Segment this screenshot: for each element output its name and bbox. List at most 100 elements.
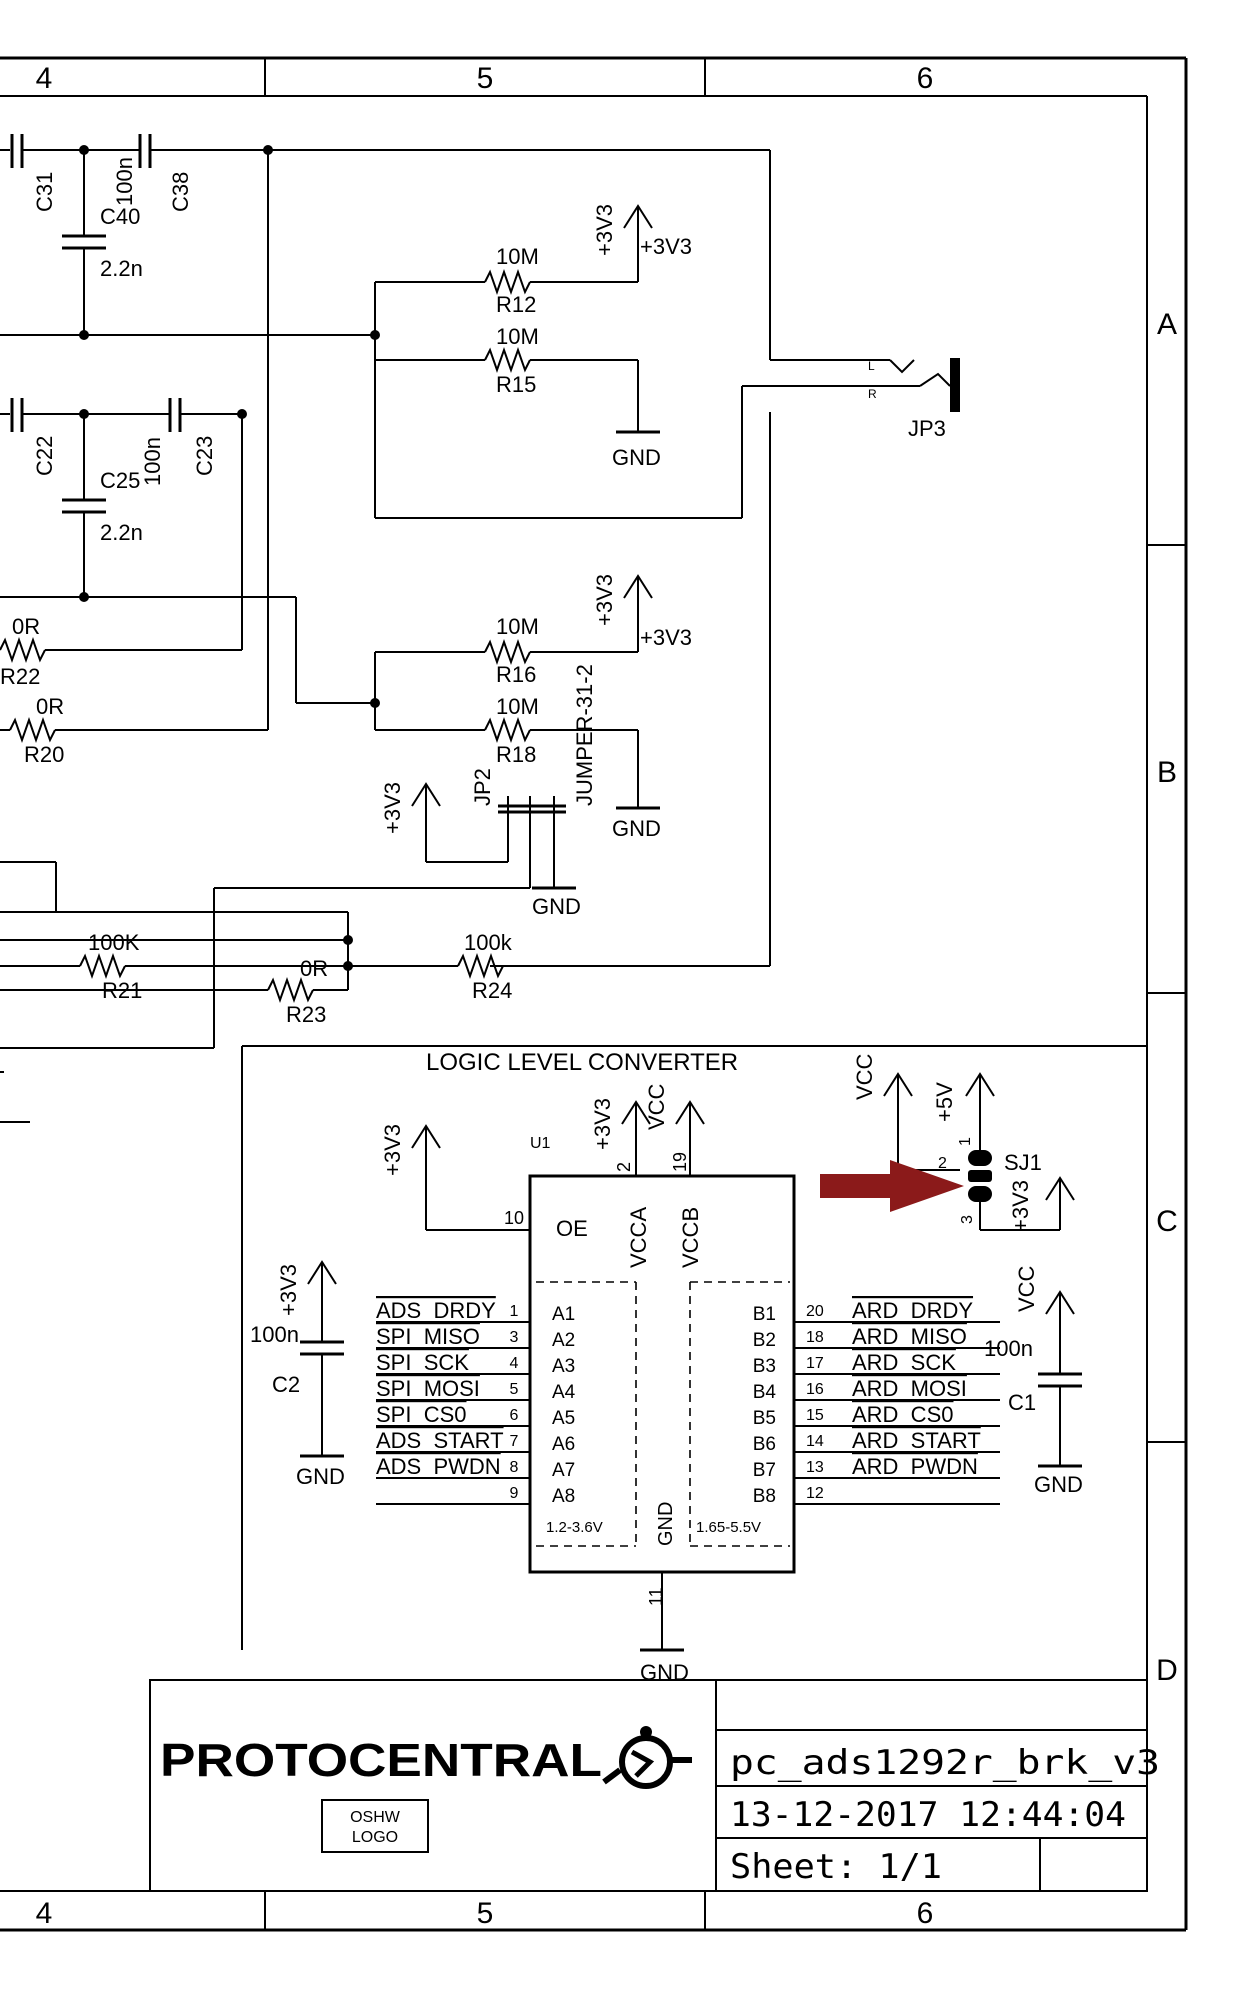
sj1-label: SJ1 bbox=[1004, 1150, 1042, 1175]
power-3v3-label: +3V3 bbox=[1008, 1180, 1033, 1232]
u1-b-pin-number: 17 bbox=[806, 1355, 824, 1372]
u1-b-pin-number: 16 bbox=[806, 1381, 824, 1398]
u1-b-pin-label: B5 bbox=[753, 1408, 776, 1429]
u1-b-net-label: ARD_MOSI bbox=[852, 1376, 967, 1401]
u1-b-pin-number: 12 bbox=[806, 1485, 824, 1502]
u1-b-net-label: ARD_DRDY bbox=[852, 1298, 973, 1323]
u1-a-pin-label: A6 bbox=[552, 1434, 575, 1455]
r23-value: 0R bbox=[300, 956, 328, 981]
c38-label: C38 bbox=[168, 172, 193, 212]
jp2-value: JUMPER-31-2 bbox=[572, 664, 597, 806]
c1-label: C1 bbox=[1008, 1390, 1036, 1415]
u1-b-pin-number: 18 bbox=[806, 1329, 824, 1346]
protocentral-logo-icon bbox=[602, 1726, 692, 1789]
u1-a-pin-number: 7 bbox=[510, 1433, 519, 1450]
r12-label: R12 bbox=[496, 292, 536, 317]
jp2-label: JP2 bbox=[470, 768, 495, 806]
gnd-label: GND bbox=[612, 816, 661, 841]
u1-b-pin-label: B3 bbox=[753, 1356, 776, 1377]
power-3v3-label: +3V3 bbox=[590, 1098, 615, 1150]
u1-a-pin-label: A1 bbox=[552, 1304, 575, 1325]
u1-range-a: 1.2-3.6V bbox=[546, 1519, 603, 1536]
power-3v3-label: +3V3 bbox=[592, 204, 617, 256]
u1-vcca: VCCA bbox=[626, 1207, 651, 1268]
r15-value: 10M bbox=[496, 324, 539, 349]
u1-b-net-label: ARD_CS0 bbox=[852, 1402, 953, 1427]
u1-a-net-label: SPI_MOSI bbox=[376, 1376, 480, 1401]
sj1-pin-1: 1 bbox=[957, 1137, 974, 1146]
u1-b-net-label: ARD_MISO bbox=[852, 1324, 967, 1349]
u1-a-pin-label: A3 bbox=[552, 1356, 575, 1377]
power-3v3-net: +3V3 bbox=[640, 625, 692, 650]
u1-b-net-label: ARD_PWDN bbox=[852, 1454, 978, 1479]
jack-pin-r: R bbox=[868, 387, 877, 401]
gnd-label: GND bbox=[612, 445, 661, 470]
u1-vccb: VCCB bbox=[678, 1207, 703, 1268]
drawing-frame: 4 5 6 4 5 6 A B C D bbox=[0, 56, 1188, 1932]
jack-pin-l: L bbox=[868, 359, 875, 373]
u1-a-net-label: SPI_CS0 bbox=[376, 1402, 467, 1427]
c40-value-b: 2.2n bbox=[100, 256, 143, 281]
sheet-number: Sheet: 1/1 bbox=[730, 1847, 942, 1887]
u1-range-b: 1.65-5.5V bbox=[696, 1519, 761, 1536]
vcc-label: VCC bbox=[852, 1053, 877, 1100]
u1-b-pin-label: B4 bbox=[753, 1382, 777, 1403]
u1-b-pin-label: B6 bbox=[753, 1434, 776, 1455]
vcc-label: VCC bbox=[644, 1083, 669, 1130]
u1-a-pin-label: A8 bbox=[552, 1486, 575, 1507]
r24-value: 100k bbox=[464, 930, 513, 955]
r15-label: R15 bbox=[496, 372, 536, 397]
oshw-logo-line1: OSHW bbox=[350, 1809, 401, 1826]
u1-oe: OE bbox=[556, 1216, 588, 1241]
c23-label: C23 bbox=[192, 436, 217, 476]
u1-a-pin-number: 4 bbox=[510, 1355, 519, 1372]
u1-a-net-label: SPI_MISO bbox=[376, 1324, 480, 1349]
gnd-label: GND bbox=[296, 1464, 345, 1489]
r20-label: R20 bbox=[24, 742, 64, 767]
power-5v-label: +5V bbox=[932, 1082, 957, 1122]
oshw-logo-line2: LOGO bbox=[352, 1829, 398, 1846]
u1-a-pin-label: A2 bbox=[552, 1330, 575, 1351]
gnd-label: GND bbox=[1034, 1472, 1083, 1497]
sj1-pin-3: 3 bbox=[959, 1215, 976, 1224]
u1-b-net-label: ARD_START bbox=[852, 1428, 981, 1453]
c22-label: C22 bbox=[32, 436, 57, 476]
project-datetime: 13-12-2017 12:44:04 bbox=[730, 1795, 1126, 1835]
u1-a-pin-number: 5 bbox=[510, 1381, 519, 1398]
r21-value: 100K bbox=[88, 930, 140, 955]
r12-value: 10M bbox=[496, 244, 539, 269]
vcc-label: VCC bbox=[1014, 1265, 1039, 1312]
logic-level-converter: LOGIC LEVEL CONVERTER U1 OE VCCA VCCB GN… bbox=[241, 1045, 1147, 1685]
column-label-top: 4 bbox=[36, 62, 53, 95]
pin-number-gnd: 11 bbox=[646, 1587, 666, 1606]
project-filename: pc_ads1292r_brk_v3 bbox=[730, 1743, 1160, 1783]
pin-number-oe: 10 bbox=[504, 1208, 524, 1228]
u1-b-pin-label: B7 bbox=[753, 1460, 776, 1481]
sj1-pin-2: 2 bbox=[938, 1155, 947, 1172]
u1-b-pin-label: B1 bbox=[753, 1304, 776, 1325]
column-label-top: 5 bbox=[477, 62, 494, 95]
c1-value: 100n bbox=[984, 1336, 1033, 1361]
converter-title: LOGIC LEVEL CONVERTER bbox=[426, 1049, 738, 1076]
u1-a-pins: A11ADS_DRDYA23SPI_MISOA34SPI_SCKA45SPI_M… bbox=[376, 1298, 576, 1507]
u1-a-pin-number: 1 bbox=[510, 1303, 519, 1320]
protocentral-logo-text: PROTOCENTRAL bbox=[160, 1734, 602, 1786]
row-label: C bbox=[1156, 1205, 1178, 1238]
c25-label: C25 bbox=[100, 468, 140, 493]
row-label: A bbox=[1157, 308, 1177, 341]
u1-b-pin-number: 14 bbox=[806, 1433, 824, 1450]
gnd-label: GND bbox=[640, 1660, 689, 1685]
column-label-bottom: 6 bbox=[917, 1897, 934, 1930]
u1-a-pin-label: A7 bbox=[552, 1460, 575, 1481]
row-label: D bbox=[1156, 1654, 1178, 1687]
u1-ref: U1 bbox=[530, 1135, 551, 1152]
r18-value: 10M bbox=[496, 694, 539, 719]
power-3v3-net: +3V3 bbox=[640, 234, 692, 259]
pin-number-vcca: 2 bbox=[614, 1162, 634, 1172]
u1-gnd: GND bbox=[655, 1502, 677, 1546]
u1-a-net-label: SPI_SCK bbox=[376, 1350, 469, 1375]
u1-b-net-label: ARD_SCK bbox=[852, 1350, 956, 1375]
r22-label: R22 bbox=[0, 664, 40, 689]
